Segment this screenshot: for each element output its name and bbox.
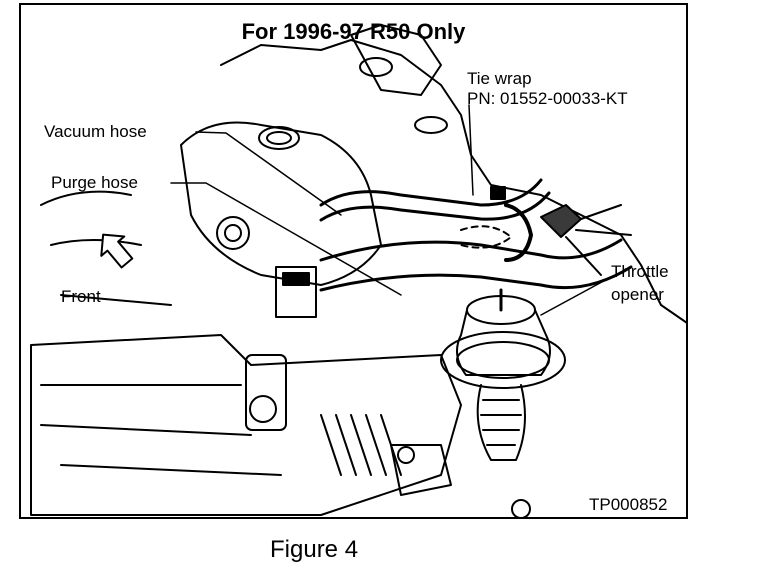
tie-wrap-lock (490, 186, 506, 200)
cap-left-inner (266, 131, 292, 145)
bracket (390, 444, 452, 496)
leader-vacuum (195, 131, 342, 216)
hidden-hose (460, 225, 512, 249)
cap-left (258, 126, 300, 150)
opener-rod (476, 384, 526, 461)
vacuum-hose (319, 178, 543, 207)
wires (565, 204, 632, 276)
front-label: Front (61, 287, 101, 306)
figure-code: TP000852 (589, 495, 668, 514)
linkage-block (245, 354, 287, 431)
spring (320, 414, 402, 476)
boss-left (216, 216, 250, 250)
cap-mid (414, 116, 448, 134)
tie-wrap (504, 203, 533, 262)
throttle-label: Throttle (611, 262, 669, 281)
leader-throttle (540, 276, 612, 316)
top-pipe (350, 24, 442, 96)
throttle-body-detail (40, 384, 282, 476)
boss-left-inner (224, 224, 242, 242)
throttle-body (30, 334, 462, 516)
leader-purge (170, 182, 402, 296)
opener-diaphragm (440, 331, 566, 389)
vacuum-hose-label: Vacuum hose (44, 122, 147, 141)
purge-hose-edge (319, 265, 633, 292)
opener-diaphragm-inner (456, 341, 550, 379)
purge-hose (319, 238, 623, 262)
front-arrow-icon (100, 233, 134, 269)
left-ribs (40, 190, 172, 306)
part-number-label: PN: 01552-00033-KT (467, 89, 628, 108)
bolt-a (397, 446, 415, 464)
vacuum-hose-edge (319, 191, 551, 222)
linkage-pivot (249, 395, 277, 423)
figure-frame: For 1996-97 R50 Only Tie wrap PN: 01552-… (19, 3, 688, 519)
cap-top (359, 57, 393, 77)
bolt-b (511, 499, 531, 517)
opener-body (456, 309, 551, 376)
diagram-title: For 1996-97 R50 Only (241, 19, 466, 44)
opener-label: opener (611, 285, 664, 304)
opener-rod-ribs (480, 399, 522, 446)
electrical-plug (540, 204, 582, 238)
engine-drawing (30, 24, 686, 517)
hose-connector-band (282, 272, 310, 286)
intake-body (180, 121, 382, 286)
figure-caption: Figure 4 (270, 536, 359, 563)
hose-connector (275, 266, 317, 318)
tie-wrap-label: Tie wrap (467, 69, 532, 88)
purge-hose-label: Purge hose (51, 173, 138, 192)
leader-tie-wrap (468, 104, 474, 196)
